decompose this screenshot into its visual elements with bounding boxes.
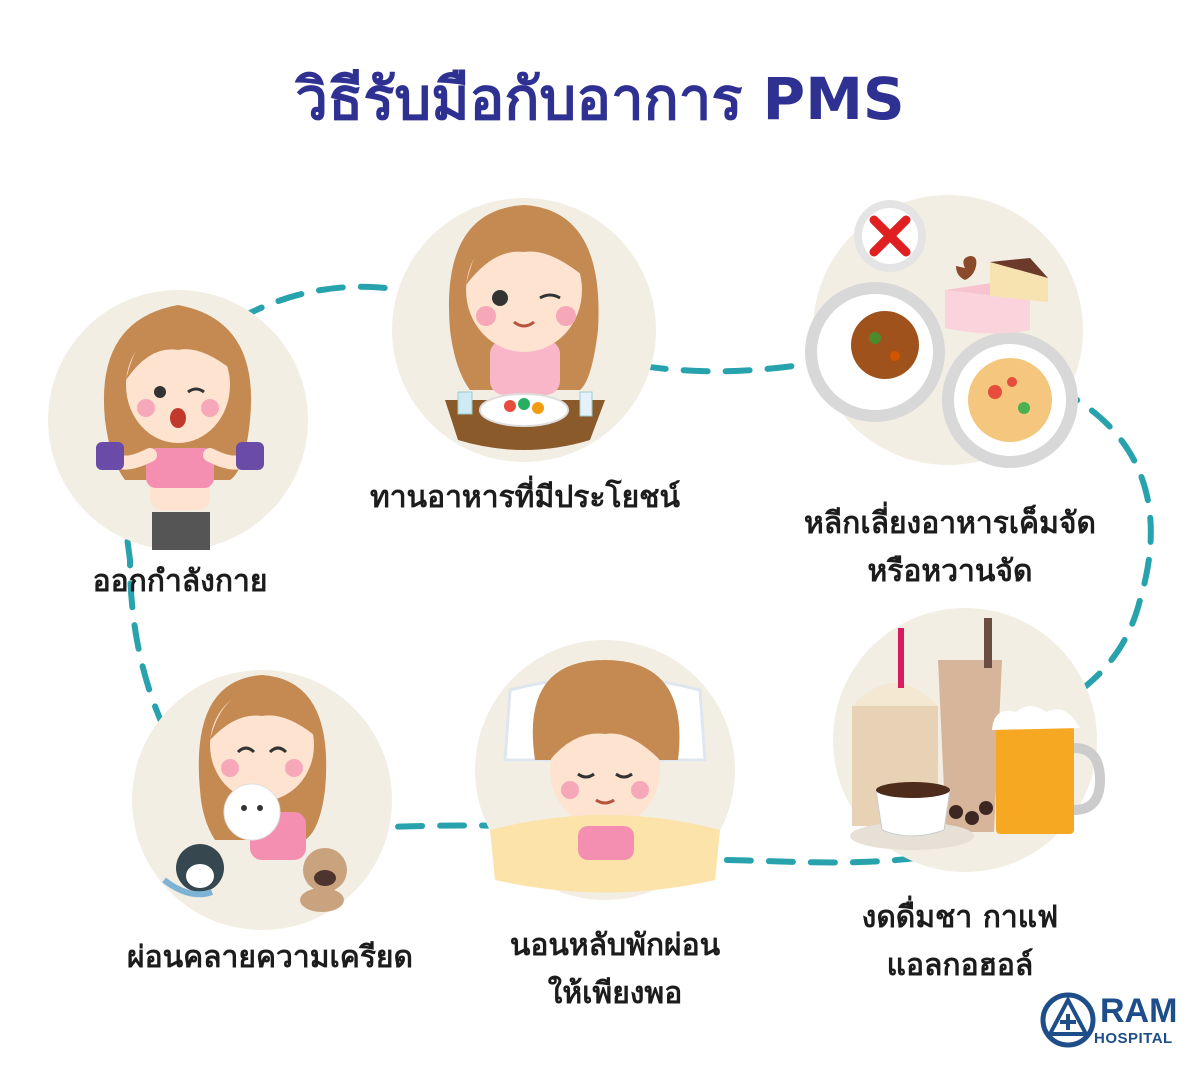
label-sleep-line2: ให้เพียงพอ [547,976,683,1011]
relax-illustration [132,670,392,930]
healthy-food-illustration [392,198,656,462]
label-healthy-food: ทานอาหารที่มีประโยชน์ [369,480,681,515]
label-exercise: ออกกำลังกาย [92,564,268,599]
label-avoid-food: หลีกเลี่ยงอาหารเค็มจัด หรือหวานจัด [780,500,1120,596]
exercise-illustration [48,290,308,550]
logo-subtitle: HOSPITAL [1094,1030,1173,1047]
ram-logo-emblem [1040,992,1096,1048]
label-relax: ผ่อนคลายความเครียด [126,940,413,975]
logo-name: RAM [1100,992,1178,1030]
label-no-drinks-line2: แอลกอฮอล์ [886,948,1034,983]
label-avoid-food-line1: หลีกเลี่ยงอาหารเค็มจัด [804,506,1096,541]
avoid-food-illustration [805,195,1083,468]
page-title: วิธีรับมือกับอาการ PMS [295,65,905,133]
label-sleep-line1: นอนหลับพักผ่อน [509,928,721,963]
ram-hospital-logo: RAM HOSPITAL [1042,992,1192,1054]
label-avoid-food-line2: หรือหวานจัด [867,554,1033,589]
label-sleep: นอนหลับพักผ่อน ให้เพียงพอ [470,922,760,1018]
label-no-drinks-line1: งดดื่มชา กาแฟ [861,900,1059,935]
drinks-illustration [833,608,1106,872]
label-no-drinks: งดดื่มชา กาแฟ แอลกอฮอล์ [830,894,1090,990]
sleep-illustration [475,640,735,900]
